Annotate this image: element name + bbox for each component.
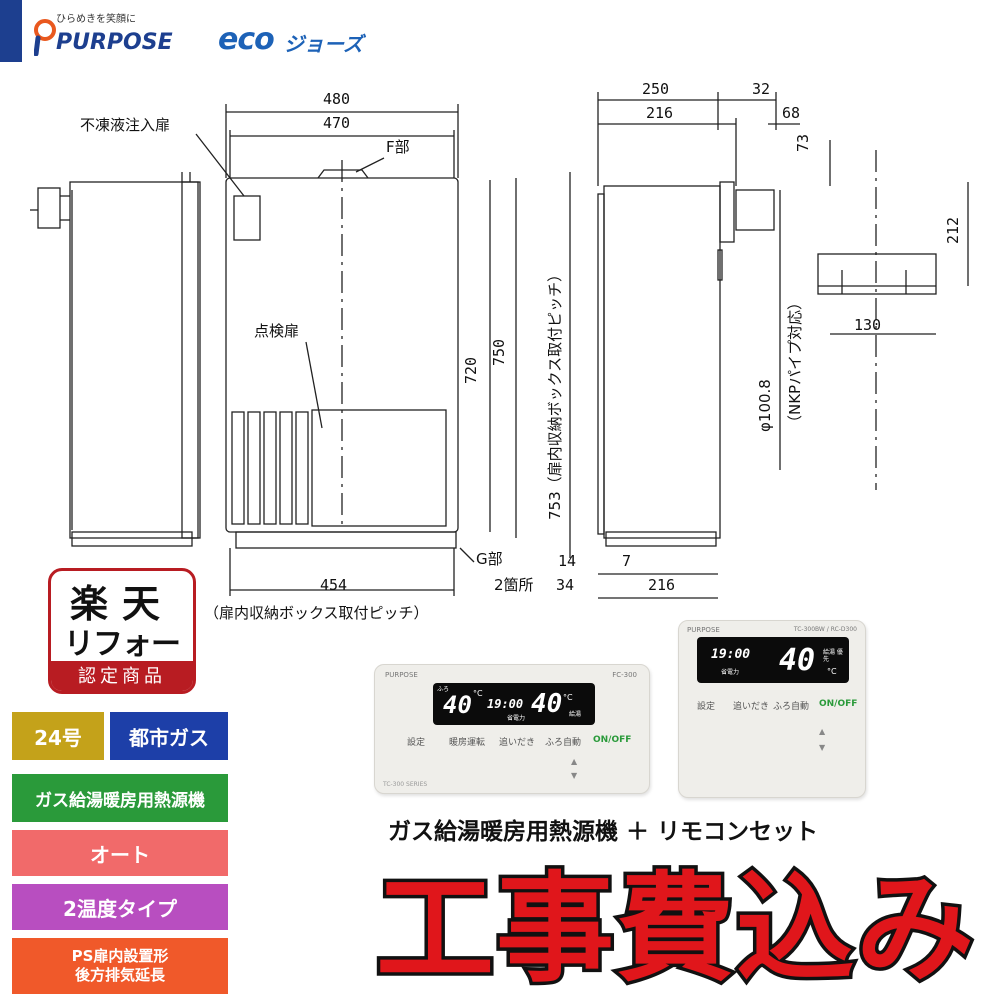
dim-73: 73 xyxy=(794,134,812,152)
kitchen-btn-settings[interactable]: 設定 xyxy=(407,738,426,748)
label-vertical-pitch: 753（扉内収納ボックス取付ピッチ） xyxy=(546,267,564,520)
set-subheading: ガス給湯暖房用熱源機 ＋ リモコンセット xyxy=(388,819,819,845)
kitchen-down-arrow-icon[interactable]: ▼ xyxy=(571,771,578,780)
dim-7: 7 xyxy=(622,552,631,570)
bath-btn-auto[interactable]: ふろ自動 xyxy=(773,702,810,712)
label-pitch-note: （扉内収納ボックス取付ピッチ） xyxy=(204,604,429,622)
dim-470: 470 xyxy=(323,114,350,132)
headline-main: 工事費込み xyxy=(376,860,976,992)
technical-drawing: 480 470 720 750 454 250 32 216 68 73 212… xyxy=(30,80,969,622)
kitchen-btn-heat[interactable]: 暖房運転 xyxy=(449,738,486,748)
bath-small-mid: 省電力 xyxy=(721,669,740,676)
kitchen-remote-brand: PURPOSE xyxy=(385,671,418,679)
bath-up-arrow-icon[interactable]: ▲ xyxy=(819,727,826,736)
badge-line1: 楽天 xyxy=(69,582,174,626)
eco-logo-jp: ジョーズ xyxy=(284,32,363,56)
bath-down-arrow-icon[interactable]: ▼ xyxy=(819,743,826,752)
dim-212: 212 xyxy=(944,217,962,244)
bath-remote-screen: 19:00 省電力 40 °C 給湯 優先 xyxy=(697,637,849,683)
tag-gas-type: 都市ガス xyxy=(110,712,228,760)
tag-size: 24号 xyxy=(12,712,104,760)
tag-temperature-type: 2温度タイプ xyxy=(12,884,228,930)
kitchen-up-arrow-icon[interactable]: ▲ xyxy=(571,757,578,766)
dim-34: 34 xyxy=(556,576,574,594)
antifreeze-door xyxy=(233,195,261,241)
tag-product-type: ガス給湯暖房用熱源機 xyxy=(12,774,228,822)
kitchen-unit-right: °C xyxy=(563,693,573,702)
label-g-part: G部 xyxy=(476,550,503,568)
bath-btn-power[interactable]: ON/OFF xyxy=(819,699,858,709)
bath-remote: PURPOSE TC-300BW / RC-D300 19:00 省電力 40 … xyxy=(678,620,866,798)
kitchen-time: 19:00 xyxy=(487,697,524,711)
tag-auto: オート xyxy=(12,830,228,876)
bath-btn-settings[interactable]: 設定 xyxy=(697,702,716,712)
kitchen-small-right: 給湯 xyxy=(569,711,582,718)
kitchen-btn-power[interactable]: ON/OFF xyxy=(593,735,632,745)
headline-banner: 工事費込み xyxy=(376,857,976,993)
bath-remote-brand: PURPOSE xyxy=(687,626,720,634)
badge-line3: 認定商品 xyxy=(51,661,193,691)
label-pipe-note: （NKPパイプ対応） xyxy=(786,295,804,430)
dim-750: 750 xyxy=(490,339,508,366)
purpose-logo-icon xyxy=(33,14,56,57)
dim-480: 480 xyxy=(323,90,350,108)
bath-time: 19:00 xyxy=(711,647,751,662)
bath-temp: 40 xyxy=(779,643,816,678)
kitchen-btn-auto[interactable]: ふろ自動 xyxy=(545,738,582,748)
bath-btn-reheat[interactable]: 追いだき xyxy=(733,702,770,712)
tag-installation-line1: PS扉内設置形 xyxy=(71,947,169,965)
brand-tagline: ひらめきを笑顔に xyxy=(56,14,136,25)
right-side-body xyxy=(603,185,721,539)
kitchen-unit-left: °C xyxy=(473,689,483,698)
dim-216-top: 216 xyxy=(646,104,673,122)
label-f-part: F部 xyxy=(386,138,410,156)
kitchen-remote: PURPOSE FC-300 ふろ 40 °C 19:00 省電力 40 °C … xyxy=(374,664,650,794)
bath-remote-model: TC-300BW / RC-D300 xyxy=(793,626,857,633)
header-accent-bar xyxy=(0,0,22,62)
kitchen-temp-left: 40 xyxy=(443,691,472,719)
dim-68: 68 xyxy=(782,104,800,122)
dim-32: 32 xyxy=(752,80,770,98)
dim-216-bottom: 216 xyxy=(648,576,675,594)
kitchen-small-top: ふろ xyxy=(437,686,450,693)
kitchen-small-mid: 省電力 xyxy=(507,715,526,722)
pipe-detail xyxy=(817,253,937,295)
kitchen-remote-model: FC-300 xyxy=(612,671,637,679)
rakuten-reform-badge: 楽天 リフォーム 認定商品 xyxy=(48,568,196,694)
tag-installation-line2: 後方排気延長 xyxy=(74,966,165,984)
side-view-body xyxy=(69,181,201,539)
bath-side-label: 給湯 優先 xyxy=(823,649,843,663)
kitchen-foot-note: TC-300 SERIES xyxy=(383,781,428,788)
label-pipe-diameter: φ100.8 xyxy=(756,379,774,432)
dim-130: 130 xyxy=(854,316,881,334)
side-exhaust-pipe xyxy=(37,187,61,229)
dim-454: 454 xyxy=(320,576,347,594)
kitchen-temp-right: 40 xyxy=(531,689,563,719)
dim-14: 14 xyxy=(558,552,576,570)
inspection-door xyxy=(311,409,447,527)
brand-name: PURPOSE xyxy=(56,30,173,55)
label-inspection-door: 点検扉 xyxy=(254,322,299,340)
dim-250: 250 xyxy=(642,80,669,98)
label-two-places: 2箇所 xyxy=(494,576,534,594)
tag-installation: PS扉内設置形 後方排気延長 xyxy=(12,938,228,994)
eco-logo: eco xyxy=(218,22,275,57)
rear-exhaust-pipe xyxy=(735,189,775,231)
bath-unit: °C xyxy=(827,667,837,676)
kitchen-btn-reheat[interactable]: 追いだき xyxy=(499,738,536,748)
dim-720: 720 xyxy=(462,357,480,384)
label-antifreeze-door: 不凍液注入扉 xyxy=(80,116,170,134)
kitchen-remote-screen: ふろ 40 °C 19:00 省電力 40 °C 給湯 xyxy=(433,683,595,725)
